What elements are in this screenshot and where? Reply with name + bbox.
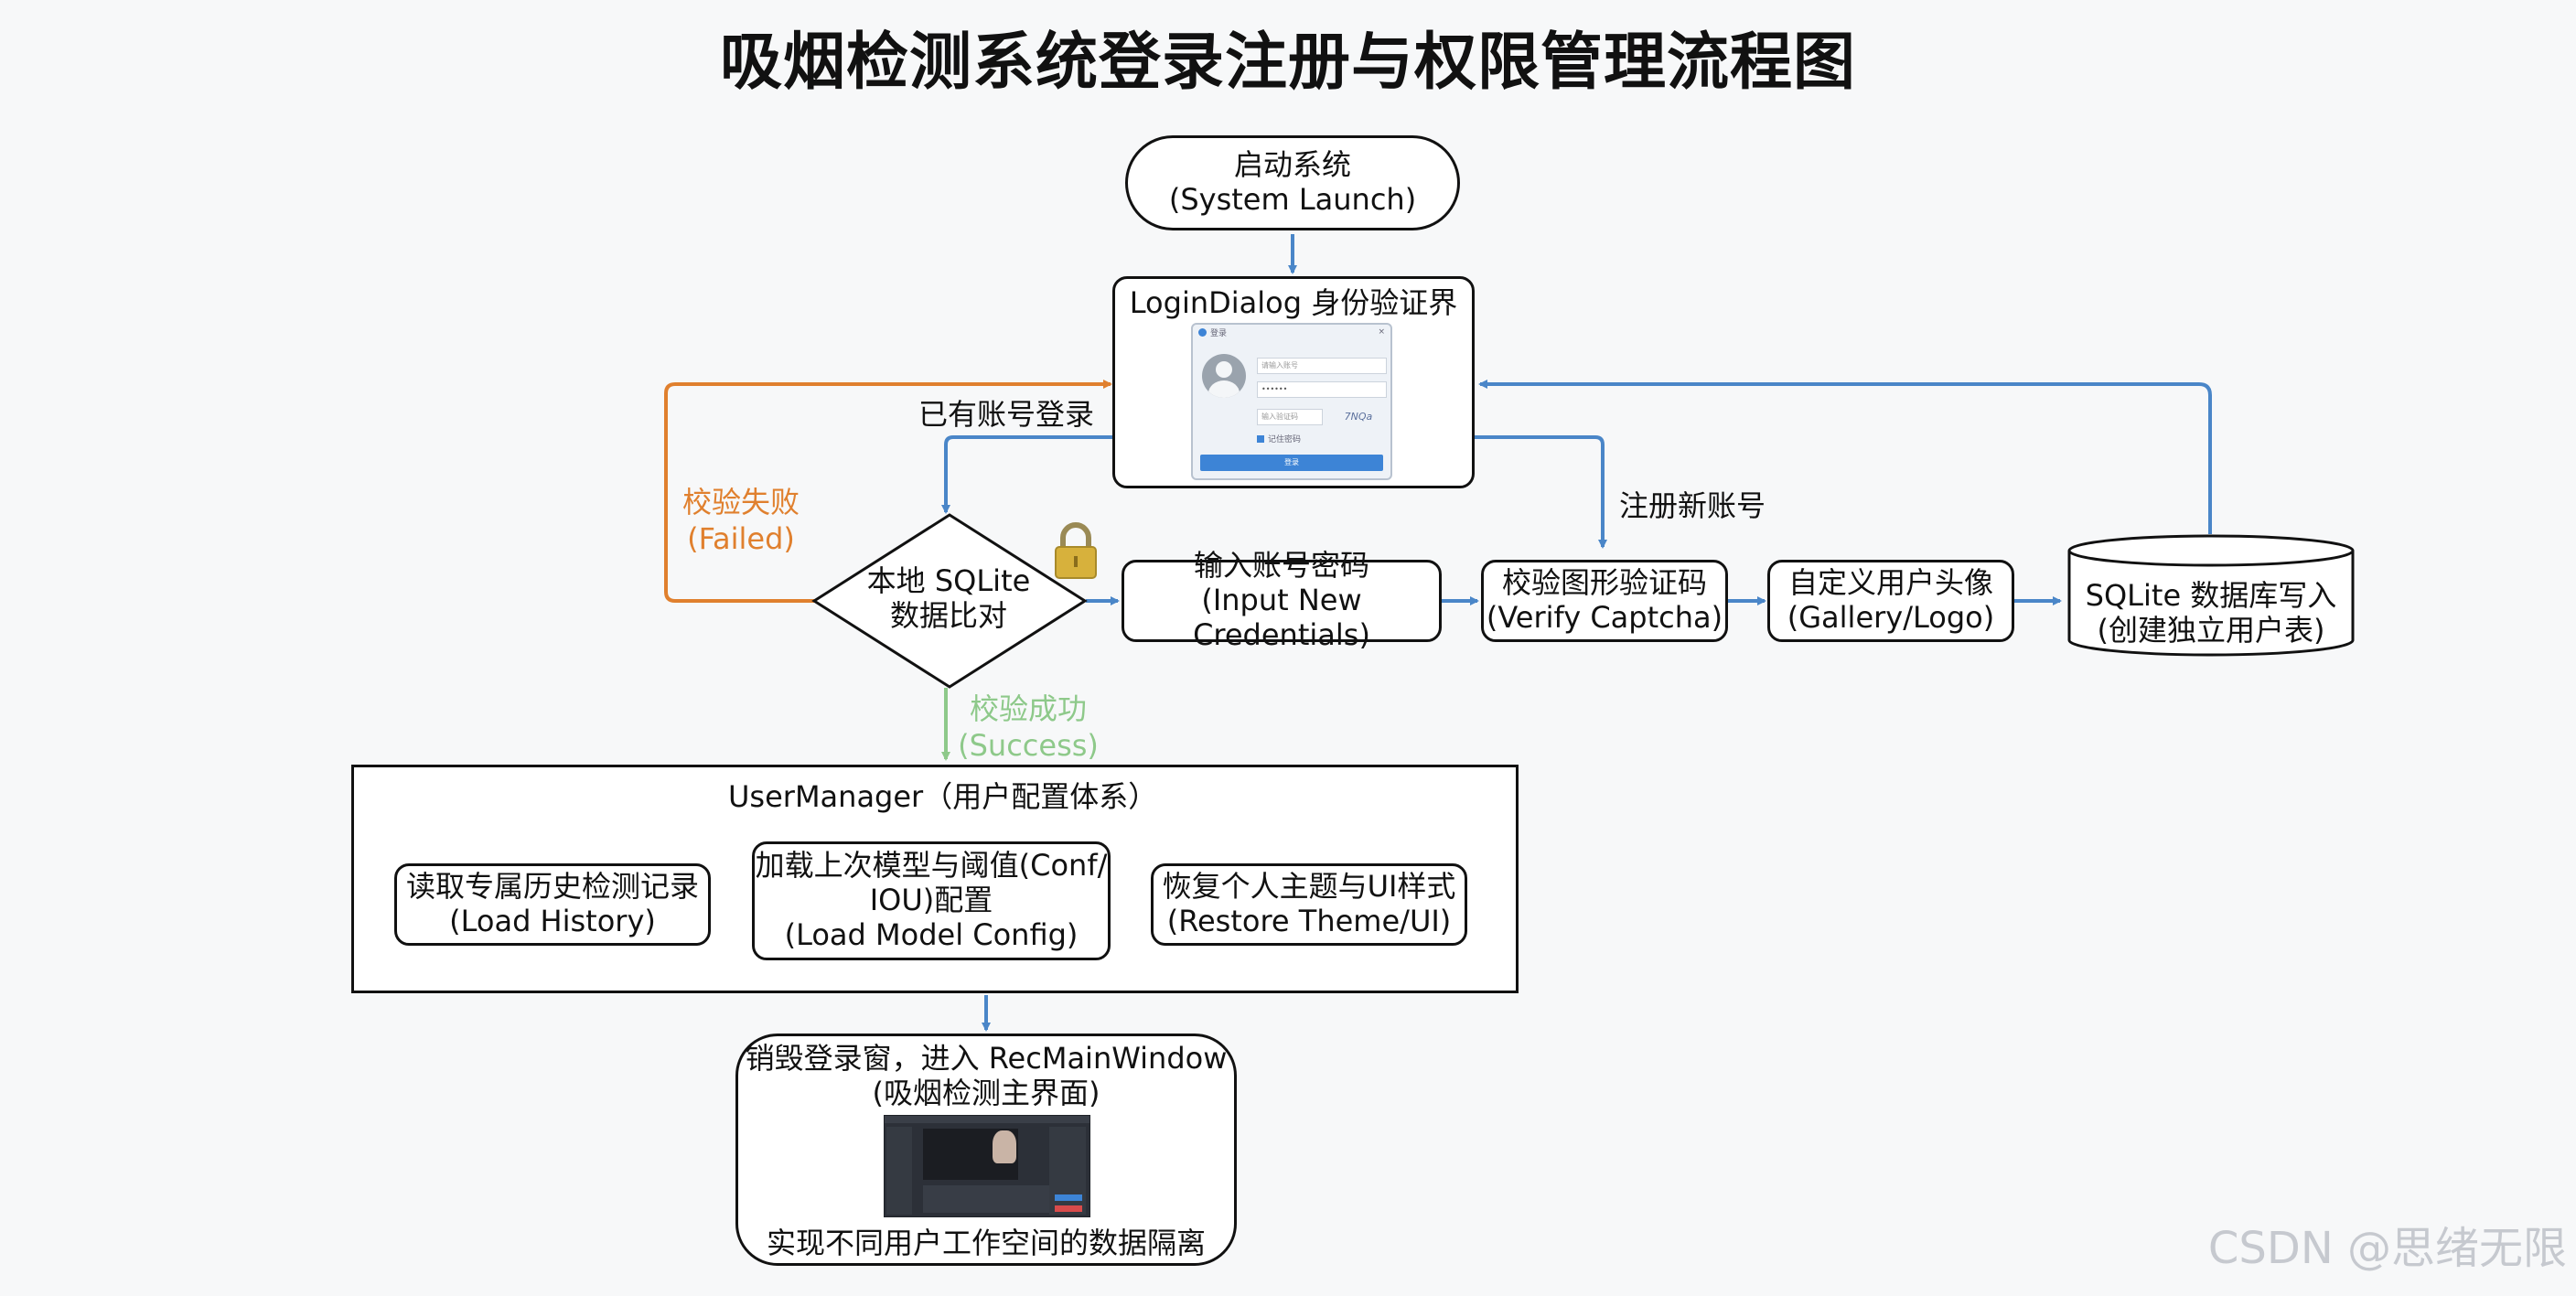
start-line2: (System Launch) — [1168, 182, 1417, 217]
main-menubar — [885, 1116, 1089, 1123]
main-line2: (吸烟检测主界面) — [872, 1075, 1100, 1110]
compare-line1: 本地 SQLite — [866, 563, 1031, 598]
login-titlebar: 登录 × — [1193, 325, 1390, 339]
label-success: 校验成功 (Success) — [955, 686, 1101, 763]
label-register: 注册新账号 — [1619, 488, 1766, 523]
theme-line1: 恢复个人主题与UI样式 — [1162, 869, 1456, 905]
label-existing-account: 已有账号登录 — [918, 397, 1095, 432]
verify-captcha-node: 校验图形验证码 (Verify Captcha) — [1481, 560, 1728, 642]
main-sidebar — [886, 1127, 912, 1215]
edge-db-to-login — [1478, 380, 2212, 534]
input-line2: (Input New Credentials) — [1193, 583, 1370, 652]
password-input[interactable]: •••••• — [1257, 381, 1387, 398]
compare-node-text: 本地 SQLite 数据比对 — [834, 563, 1063, 634]
input-credentials-node: 输入账号密码 (Input New Credentials) — [1122, 549, 1442, 652]
avatar-line2: (Gallery/Logo) — [1787, 600, 1995, 635]
captcha-image[interactable]: 7NQa — [1344, 411, 1373, 423]
edge-failed-back-to-login — [664, 380, 1112, 603]
main-line1: 销毁登录窗，进入 RecMainWindow — [745, 1041, 1228, 1076]
stop-detect-button[interactable] — [1055, 1205, 1082, 1212]
model-line1: 加载上次模型与阈值(Conf/ — [755, 848, 1108, 884]
app-icon — [1198, 327, 1207, 337]
compare-diamond — [811, 513, 1088, 689]
lock-icon — [1055, 522, 1097, 579]
login-button[interactable]: 登录 — [1200, 455, 1383, 471]
db-line1: SQLite 数据库写入 — [2085, 578, 2337, 613]
db-line2: (创建独立用户表) — [2097, 613, 2325, 648]
load-model-config-node: 加载上次模型与阈值(Conf/ IOU)配置 (Load Model Confi… — [752, 841, 1111, 960]
captcha-input[interactable]: 输入验证码 — [1257, 409, 1323, 425]
label-failed-en: (Failed) — [687, 521, 795, 556]
db-node-text: SQLite 数据库写入 (创建独立用户表) — [2069, 578, 2353, 648]
login-dialog-thumbnail: 登录 × 请输入账号 •••••• 输入验证码 7NQa 记住密码 登录 — [1191, 323, 1392, 480]
history-line1: 读取专属历史检测记录 — [405, 869, 699, 905]
avatar-line1: 自定义用户头像 — [1787, 565, 1993, 601]
results-table — [923, 1185, 1049, 1213]
diagram-title: 吸烟检测系统登录注册与权限管理流程图 — [719, 27, 1856, 99]
close-icon[interactable]: × — [1378, 327, 1385, 337]
login-window-title: 登录 — [1210, 328, 1228, 338]
custom-avatar-node: 自定义用户头像 (Gallery/Logo) — [1767, 560, 2014, 642]
history-line2: (Load History) — [449, 904, 656, 938]
edge-login-to-captcha — [1473, 435, 1607, 549]
compare-line2: 数据比对 — [889, 598, 1007, 634]
usermanager-title: UserManager（用户配置体系） — [728, 779, 1158, 814]
label-failed: 校验失败 (Failed) — [668, 479, 814, 556]
camera-feed-image — [993, 1130, 1016, 1163]
main-right-panel — [1049, 1127, 1086, 1215]
start-line1: 启动系统 — [1233, 147, 1351, 183]
label-success-cn: 校验成功 — [969, 691, 1087, 726]
load-history-node: 读取专属历史检测记录 (Load History) — [394, 863, 711, 946]
label-success-en: (Success) — [958, 728, 1099, 763]
watermark: CSDN @思绪无限 — [2207, 1223, 2567, 1274]
captcha-line2: (Verify Captcha) — [1486, 600, 1723, 635]
remember-checkbox[interactable] — [1257, 434, 1264, 443]
edge-login-to-compare — [941, 435, 1113, 514]
user-avatar-icon — [1202, 354, 1246, 398]
restore-theme-node: 恢复个人主题与UI样式 (Restore Theme/UI) — [1151, 863, 1467, 946]
input-line1: 输入账号密码 — [1193, 548, 1369, 584]
main-caption: 实现不同用户工作空间的数据隔离 — [766, 1226, 1206, 1260]
start-node: 启动系统 (System Launch) — [1125, 135, 1460, 230]
main-window-thumbnail — [884, 1115, 1090, 1217]
model-line2: IOU)配置 — [869, 883, 993, 918]
model-line3: (Load Model Config) — [784, 916, 1079, 952]
db-cylinder — [2067, 534, 2355, 657]
theme-line2: (Restore Theme/UI) — [1166, 904, 1452, 938]
captcha-line1: 校验图形验证码 — [1501, 565, 1707, 601]
username-input[interactable]: 请输入账号 — [1257, 358, 1387, 374]
label-failed-cn: 校验失败 — [682, 485, 800, 519]
remember-row: 记住密码 — [1257, 433, 1301, 444]
remember-label: 记住密码 — [1268, 435, 1302, 444]
start-detect-button[interactable] — [1055, 1194, 1082, 1201]
